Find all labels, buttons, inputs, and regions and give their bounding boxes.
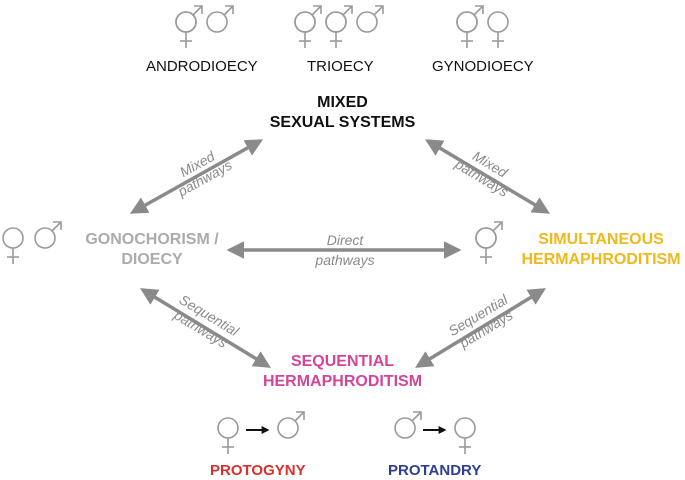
gonochorism-title-line1: GONOCHORISM / — [85, 231, 219, 248]
protandry-symbols — [394, 411, 476, 454]
mixed-left-arrow — [129, 139, 264, 214]
simultaneous-title-line2: HERMAPHRODITISM — [521, 251, 681, 268]
androdioecy-symbols — [175, 5, 234, 48]
gynodioecy-label: GYNODIOECY — [432, 58, 534, 75]
direct-line2: pathways — [315, 252, 375, 268]
gynodioecy-symbols — [456, 5, 509, 48]
sequential-title-line1: SEQUENTIAL — [290, 353, 395, 370]
hermaphrodite-sign-icon — [175, 5, 203, 48]
trioecy-label: TRIOECY — [307, 58, 374, 75]
sequential-right-arrow — [415, 288, 546, 368]
male-sign-icon — [206, 5, 234, 33]
mixed-right-arrow — [424, 139, 551, 214]
mixed-sexual-systems-title: MIXED SEXUAL SYSTEMS — [250, 93, 435, 133]
simultaneous-symbol — [475, 221, 503, 264]
hermaphrodite-sign-icon — [456, 5, 484, 48]
androdioecy-label: ANDRODIOECY — [146, 58, 258, 75]
male-sign-icon — [394, 411, 422, 439]
mixed-title-line2: SEXUAL SYSTEMS — [269, 114, 416, 131]
hermaphrodite-sign-icon — [475, 221, 503, 264]
hermaphrodite-sign-icon — [325, 5, 353, 48]
gonochorism-symbols — [2, 221, 62, 264]
sequential-left-arrow — [140, 288, 271, 368]
simultaneous-title: SIMULTANEOUS HERMAPHRODITISM — [517, 230, 685, 270]
female-sign-icon — [2, 227, 24, 264]
gonochorism-title: GONOCHORISM / DIOECY — [68, 230, 236, 270]
mixed-title-line1: MIXED — [317, 94, 368, 111]
sequential-title: SEQUENTIAL HERMAPHRODITISM — [250, 352, 435, 392]
protogyny-label: PROTOGYNY — [210, 462, 306, 479]
female-sign-icon — [454, 417, 476, 454]
protandry-label: PROTANDRY — [388, 462, 482, 479]
female-sign-icon — [217, 417, 239, 454]
direct-pathways-label: Direct pathways — [295, 232, 395, 268]
hermaphrodite-sign-icon — [294, 5, 322, 48]
trioecy-symbols — [294, 5, 384, 48]
male-sign-icon — [356, 5, 384, 33]
female-sign-icon — [487, 11, 509, 48]
male-sign-icon — [277, 411, 305, 439]
simultaneous-title-line1: SIMULTANEOUS — [538, 231, 664, 248]
gonochorism-title-line2: DIOECY — [121, 251, 183, 268]
direct-line1: Direct — [326, 232, 364, 248]
male-sign-icon — [34, 221, 62, 249]
protogyny-symbols — [217, 411, 305, 454]
sequential-title-line2: HERMAPHRODITISM — [262, 373, 423, 390]
